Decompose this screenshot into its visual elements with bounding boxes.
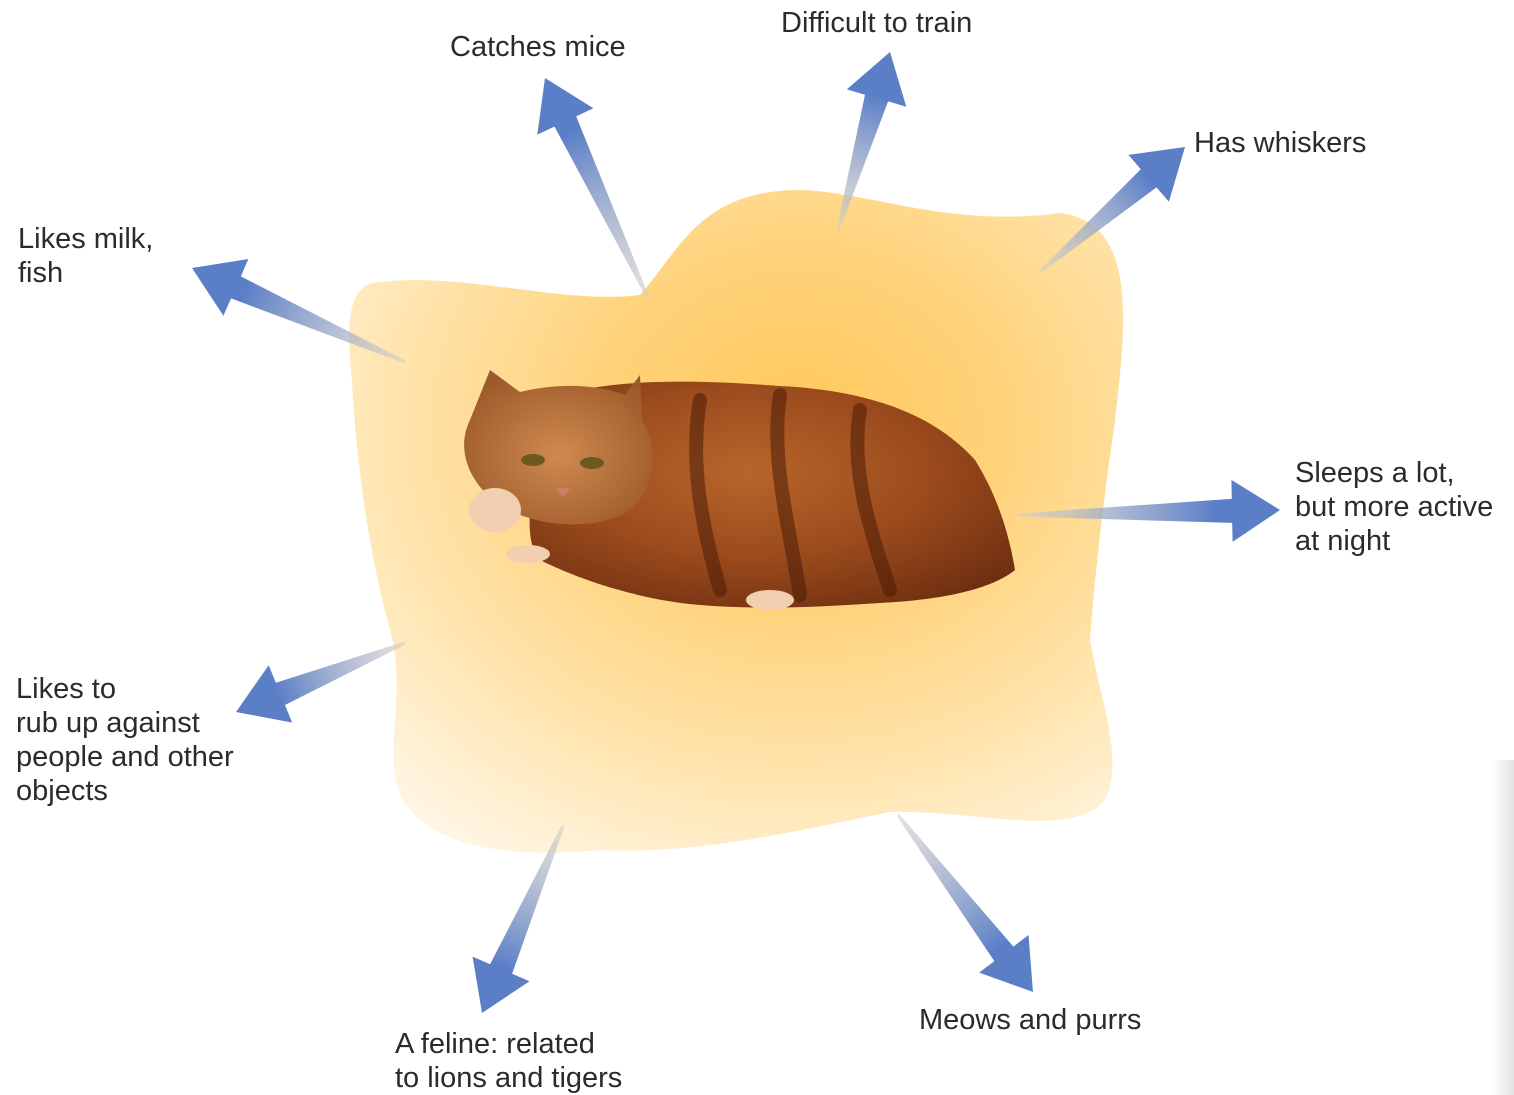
- arrow-catches-mice: [537, 78, 649, 299]
- label-likes-milk: Likes milk, fish: [18, 222, 153, 290]
- label-has-whiskers: Has whiskers: [1194, 126, 1366, 160]
- cat-eye-left: [521, 454, 545, 466]
- arrow-feline: [473, 825, 565, 1013]
- label-catches-mice: Catches mice: [450, 30, 626, 64]
- cat-eye-right: [580, 457, 604, 469]
- arrow-meows: [897, 814, 1033, 992]
- label-rubs-up: Likes to rub up against people and other…: [16, 672, 234, 808]
- label-feline: A feline: related to lions and tigers: [395, 1027, 622, 1095]
- cat-paw-left: [469, 488, 521, 532]
- cat-paw-front: [506, 545, 550, 563]
- arrow-rubs-up: [236, 642, 406, 723]
- label-difficult-to-train: Difficult to train: [781, 6, 972, 40]
- page-edge-shadow: [1492, 760, 1514, 1095]
- label-meows-and-purrs: Meows and purrs: [919, 1003, 1141, 1037]
- cat-paw-back: [746, 590, 794, 610]
- label-sleeps-a-lot: Sleeps a lot, but more active at night: [1295, 456, 1493, 558]
